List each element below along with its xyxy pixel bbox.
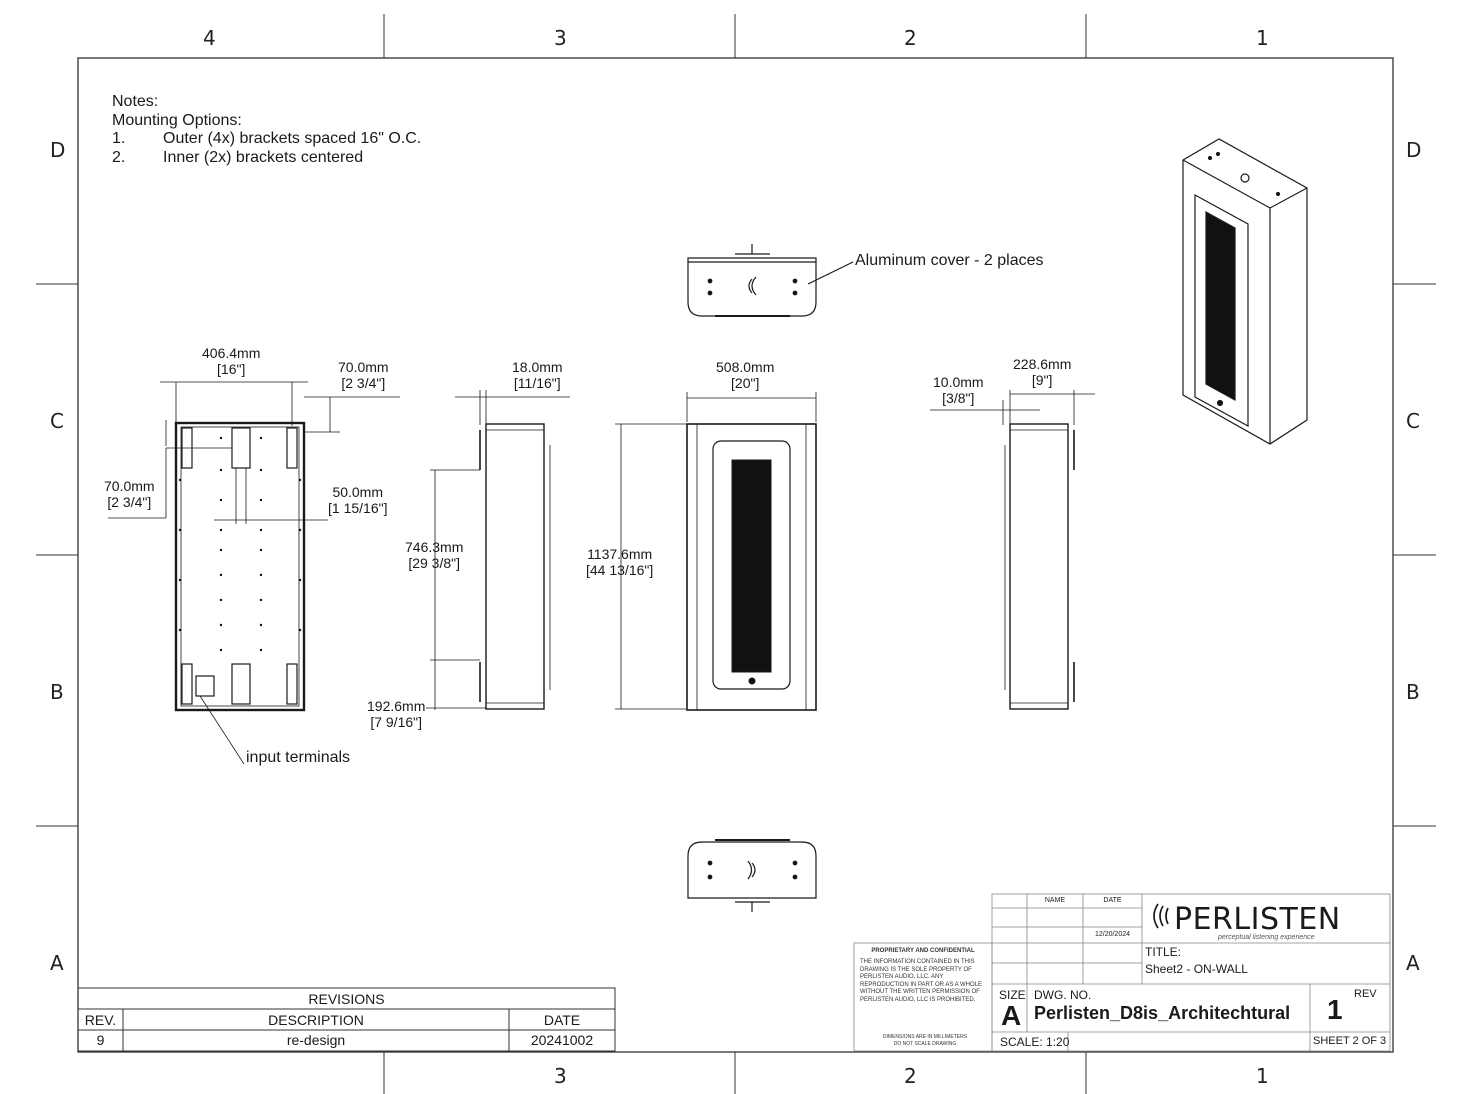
zone-col-1-bottom: 1 [1256, 1064, 1269, 1088]
title-block-lines [853, 893, 1391, 1052]
dwg-no-label: DWG. NO. [1034, 988, 1092, 1002]
zone-row-b-right: B [1406, 680, 1420, 704]
note-text: Inner (2x) brackets centered [163, 148, 364, 166]
zone-row-c-left: C [50, 409, 64, 433]
rev-value: 1 [1327, 994, 1343, 1025]
note-number: 2. [112, 148, 126, 166]
dim-mm: 192.6mm [367, 698, 426, 714]
dim-mm: 70.0mm [338, 359, 389, 375]
revision-description-cell: re-design [286, 1032, 346, 1048]
dim-bracket-vertical: 746.3mm [29 3/8"] [405, 539, 463, 571]
zone-col-1-top: 1 [1256, 26, 1269, 50]
dim-mm: 18.0mm [512, 359, 563, 375]
dim-front-width: 508.0mm [20"] [716, 359, 774, 391]
zone-col-3-top: 3 [554, 26, 567, 50]
dim-in: [7 9/16"] [370, 714, 423, 730]
revisions-header-date: DATE [543, 1012, 581, 1028]
dim-in: [20"] [731, 375, 760, 391]
name-label: NAME [1044, 897, 1066, 904]
zone-col-4-top: 4 [203, 26, 216, 50]
dim-in: [16"] [217, 361, 246, 377]
dim-mm: 50.0mm [332, 484, 384, 500]
sheet-text: SHEET 2 OF 3 [1313, 1035, 1387, 1047]
proprietary-heading: PROPRIETARY AND CONFIDENTIAL [871, 948, 975, 954]
dim-mm: 746.3mm [405, 539, 464, 555]
bottom-view [687, 839, 817, 912]
dim-side-flange: 18.0mm [11/16"] [512, 359, 563, 391]
rev-label: REV [1354, 988, 1377, 1000]
zone-col-2-bottom: 2 [904, 1064, 917, 1088]
date-value: 12/20/2024 [1094, 931, 1131, 938]
dim-bracket-bottom: 192.6mm [7 9/16"] [367, 698, 425, 730]
dim-bracket-offset-side: 70.0mm [2 3/4"] [104, 478, 155, 510]
dim-mm: 228.6mm [1013, 356, 1072, 372]
dim-in: [11/16"] [513, 375, 561, 391]
note-item: 2. Inner (2x) brackets centered [112, 148, 363, 168]
isometric-view [1182, 138, 1308, 445]
dim-depth: 228.6mm [9"] [1013, 356, 1071, 388]
zone-row-d-left: D [50, 138, 66, 162]
dim-bracket-spacing: 50.0mm [1 15/16"] [328, 484, 387, 516]
dim-mm: 70.0mm [104, 478, 155, 494]
dim-mm: 1137.6mm [587, 546, 653, 562]
aluminum-cover-callout: Aluminum cover - 2 places [855, 252, 1044, 269]
note-text: Outer (4x) brackets spaced 16" O.C. [163, 130, 422, 147]
dim-mm: 10.0mm [933, 374, 984, 390]
dim-mm: 406.4mm [202, 345, 261, 361]
zone-row-a-right: A [1406, 951, 1420, 975]
note-number: 1. [112, 130, 126, 147]
revisions-title: REVISIONS [308, 991, 385, 1007]
dim-in: [1 15/16"] [328, 500, 388, 516]
revision-date-cell: 20241002 [530, 1032, 594, 1048]
front-view [615, 392, 817, 711]
top-view [687, 244, 854, 317]
zone-row-a-left: A [50, 951, 64, 975]
back-view [108, 381, 400, 765]
zone-row-d-right: D [1406, 138, 1422, 162]
dim-in: [2 3/4"] [341, 375, 386, 391]
revisions-table-lines [77, 987, 616, 1052]
input-terminals-callout: input terminals [246, 749, 351, 766]
zone-row-b-left: B [50, 680, 64, 704]
revisions-header-rev: REV. [84, 1012, 117, 1028]
date-label: DATE [1103, 897, 1122, 904]
zone-col-2-top: 2 [904, 26, 917, 50]
notes-subheading: Mounting Options: [112, 111, 242, 129]
dim-in: [3/8"] [942, 390, 975, 406]
dim-back-width: 406.4mm [16"] [202, 345, 260, 377]
dim-in: [29 3/8"] [408, 555, 461, 571]
dim-in: [9"] [1031, 372, 1053, 388]
dim-front-height: 1137.6mm [44 13/16"] [586, 546, 653, 578]
dim-bracket-offset-top: 70.0mm [2 3/4"] [338, 359, 389, 391]
dim-wall-gap: 10.0mm [3/8"] [933, 374, 984, 406]
scale-text: SCALE: 1:20 [1000, 1035, 1070, 1049]
company-logo-text: PERLISTEN [1174, 902, 1341, 937]
title-value: Sheet2 - ON-WALL [1145, 962, 1248, 976]
proprietary-text: THE INFORMATION CONTAINED IN THIS DRAWIN… [860, 959, 983, 1003]
perlisten-logo-icon [1153, 903, 1169, 929]
title-label: TITLE: [1145, 945, 1182, 959]
side-view-right [930, 390, 1095, 710]
zone-col-3-bottom: 3 [554, 1064, 567, 1088]
revision-rev-cell: 9 [96, 1032, 105, 1048]
size-value: A [1001, 1000, 1022, 1031]
dimensions-note: DIMENSIONS ARE IN MILLIMETERS DO NOT SCA… [882, 1034, 968, 1047]
dwg-no-value: Perlisten_D8is_Architechtural [1034, 1003, 1291, 1023]
side-view-left [426, 390, 570, 710]
notes-block: Notes: Mounting Options: 1. Outer (4x) b… [112, 93, 421, 168]
dim-in: [2 3/4"] [107, 494, 152, 510]
dim-mm: 508.0mm [716, 359, 775, 375]
dim-in: [44 13/16"] [586, 562, 654, 578]
revisions-header-description: DESCRIPTION [268, 1012, 364, 1028]
size-label: SIZE [999, 988, 1026, 1002]
notes-heading: Notes: [112, 93, 159, 110]
zone-row-c-right: C [1406, 409, 1420, 433]
company-tagline: perceptual listening experience [1218, 934, 1315, 941]
note-item: 1. Outer (4x) brackets spaced 16" O.C. [112, 130, 421, 149]
